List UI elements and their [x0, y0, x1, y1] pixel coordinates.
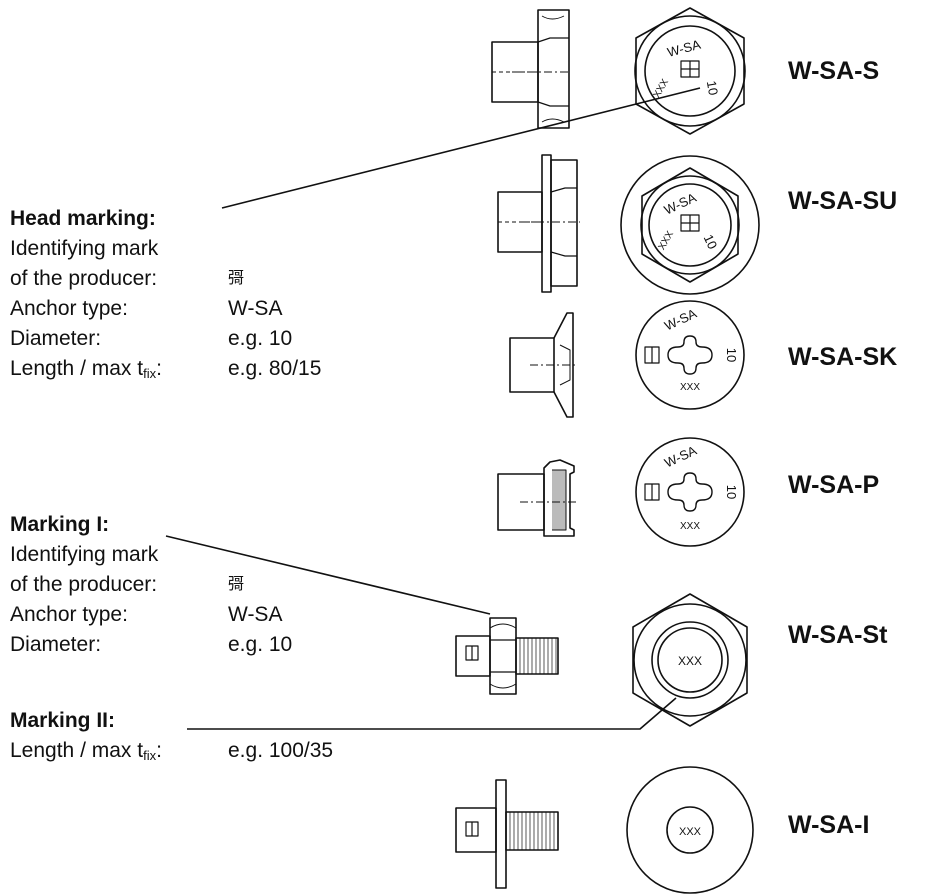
head-diameter-text: 10	[704, 79, 721, 96]
marking-1-title: Marking I:	[10, 513, 110, 536]
side-view-w-sa-p	[497, 459, 578, 537]
variant-label-w-sa-s: W-SA-S	[788, 57, 880, 85]
side-view-w-sa-s	[491, 9, 570, 129]
top-view-w-sa-s: W-SA 10 XXX	[634, 7, 746, 135]
diameter-value: e.g. 10	[228, 633, 293, 656]
anchor-type-value: W-SA	[228, 297, 283, 320]
producer-mark-icon	[680, 60, 700, 78]
producer-mark-label-cont: of the producer:	[10, 267, 158, 290]
anchor-type-value: W-SA	[228, 603, 283, 626]
head-length-text: XXX	[679, 826, 702, 838]
top-view-w-sa-sk: W-SA 10 XXX	[635, 300, 745, 410]
variant-label-w-sa-p: W-SA-P	[788, 471, 880, 499]
head-marking-leader	[221, 87, 701, 209]
producer-mark-value: 彁	[228, 576, 245, 593]
head-diameter-text: 10	[701, 232, 721, 251]
side-view-w-sa-su	[497, 154, 580, 293]
head-type-text: W-SA	[666, 37, 703, 60]
producer-mark-label: Identifying mark	[10, 237, 159, 260]
producer-mark-label: Identifying mark	[10, 543, 159, 566]
head-type-text: W-SA	[662, 190, 699, 218]
producer-mark-label-cont: of the producer:	[10, 573, 158, 596]
producer-mark-value: 彁	[228, 270, 245, 287]
marking-1-leader	[165, 535, 491, 615]
variant-label-w-sa-st: W-SA-St	[788, 621, 888, 649]
marking-2-leader	[187, 697, 677, 730]
variant-label-w-sa-sk: W-SA-SK	[788, 343, 898, 371]
length-label: Length / max tfix:	[10, 739, 162, 763]
top-view-w-sa-st: XXX	[632, 593, 748, 727]
variant-label-w-sa-i: W-SA-I	[788, 811, 870, 839]
top-view-w-sa-su: W-SA 10 XXX	[620, 155, 760, 295]
length-value: e.g. 100/35	[228, 739, 334, 762]
head-type-text: W-SA	[662, 443, 699, 471]
length-label: Length / max tfix:	[10, 357, 162, 381]
head-marking-title: Head marking:	[10, 207, 156, 230]
top-view-w-sa-p: W-SA 10 XXX	[635, 437, 745, 547]
head-length-text: XXX	[680, 382, 700, 393]
head-type-text: W-SA	[662, 306, 699, 334]
producer-mark-icon	[644, 346, 660, 364]
variant-label-w-sa-su: W-SA-SU	[788, 187, 898, 215]
marking-2-title: Marking II:	[10, 709, 116, 732]
anchor-type-label: Anchor type:	[10, 297, 128, 320]
producer-mark-icon	[644, 483, 660, 501]
head-length-text: XXX	[680, 521, 700, 532]
producer-mark-icon	[680, 214, 700, 232]
length-value: e.g. 80/15	[228, 357, 322, 380]
head-diameter-text: 10	[724, 348, 739, 362]
side-view-w-sa-st	[455, 617, 559, 695]
top-view-w-sa-i: XXX	[626, 766, 754, 894]
anchor-type-label: Anchor type:	[10, 603, 128, 626]
head-length-text: XXX	[678, 654, 702, 668]
head-length-text: XXX	[657, 229, 677, 252]
head-diameter-text: 10	[724, 485, 739, 499]
diameter-value: e.g. 10	[228, 327, 293, 350]
diameter-label: Diameter:	[10, 633, 102, 656]
side-view-w-sa-sk	[509, 312, 576, 418]
diameter-label: Diameter:	[10, 327, 102, 350]
side-view-w-sa-i	[455, 779, 559, 889]
